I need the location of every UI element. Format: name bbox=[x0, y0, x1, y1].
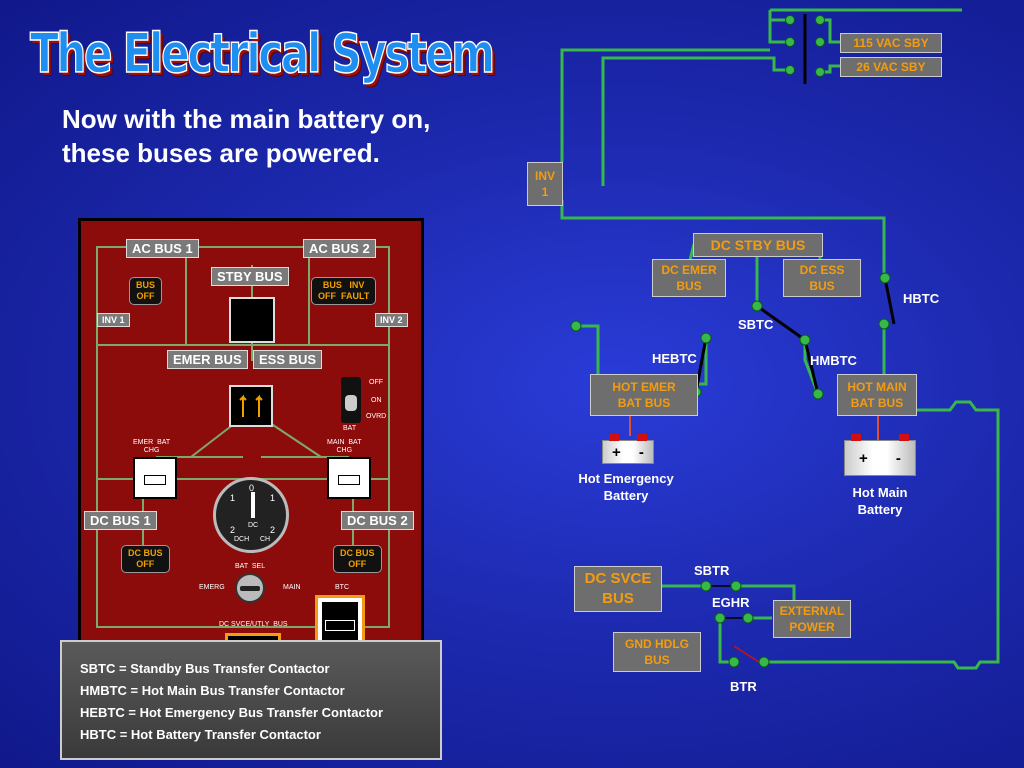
transfer-button[interactable] bbox=[229, 385, 273, 427]
legend-item: HMBTC = Hot Main Bus Transfer Contactor bbox=[80, 683, 345, 698]
battery-plus: + bbox=[859, 449, 868, 467]
bat-toggle-switch[interactable] bbox=[341, 377, 361, 423]
btr-label: BTR bbox=[730, 679, 757, 694]
sbtr-label: SBTR bbox=[694, 563, 730, 578]
battery-minus: - bbox=[638, 443, 644, 461]
eghr-label: EGHR bbox=[712, 595, 750, 610]
hebtc-label: HEBTC bbox=[652, 351, 697, 366]
emer-bus-label: EMER BUS bbox=[167, 350, 248, 369]
hot-main-battery-label: Hot Main Battery bbox=[852, 485, 908, 517]
inv-1-label: INV 1 bbox=[97, 313, 130, 327]
inv-1-box: INV 1 bbox=[527, 162, 563, 206]
legend-item: HEBTC = Hot Emergency Bus Transfer Conta… bbox=[80, 705, 384, 720]
legend-item: HBTC = Hot Battery Transfer Contactor bbox=[80, 727, 321, 742]
hmbtc-label: HMBTC bbox=[810, 353, 857, 368]
slide-subtitle: Now with the main battery on, these buse… bbox=[62, 104, 431, 168]
hot-emergency-battery-icon: + - bbox=[602, 434, 654, 464]
bus-off-annunciator[interactable]: BUS OFF bbox=[129, 277, 163, 305]
emer-bat-chg-button[interactable] bbox=[133, 457, 177, 499]
bat-sel-knob[interactable] bbox=[235, 573, 265, 603]
main-bat-chg-text: MAIN BAT CHG bbox=[327, 439, 362, 454]
gauge-dc: DC bbox=[248, 522, 259, 529]
slide-title: The Electrical System bbox=[29, 21, 495, 86]
bat-switch-label: BAT bbox=[343, 425, 357, 432]
up-arrows-icon bbox=[239, 394, 263, 417]
battery-plus: + bbox=[612, 443, 621, 461]
inv-2-label: INV 2 bbox=[375, 313, 408, 327]
gauge-two-right: 2 bbox=[270, 525, 276, 535]
emer-bat-chg-text: EMER BAT CHG bbox=[133, 439, 171, 454]
contactor-legend: SBTC = Standby Bus Transfer Contactor HM… bbox=[60, 640, 442, 760]
bus-inv-fault-annunciator[interactable]: BUS INV OFF FAULT bbox=[311, 277, 377, 305]
hbtc-label: HBTC bbox=[903, 291, 940, 306]
battery-minus: - bbox=[895, 449, 901, 467]
stby-bus-label: STBY BUS bbox=[211, 267, 289, 286]
dc-ess-bus: DC ESS BUS bbox=[783, 259, 861, 297]
gauge-zero: 0 bbox=[249, 483, 255, 493]
vac-115-sby-bus: 115 VAC SBY bbox=[840, 33, 942, 53]
hot-emer-bat-bus: HOT EMER BAT BUS bbox=[590, 374, 698, 416]
dc-bus-2-off-annunciator[interactable]: DC BUS OFF bbox=[333, 545, 382, 573]
dc-stby-bus: DC STBY BUS bbox=[693, 233, 823, 257]
vac-26-sby-bus: 26 VAC SBY bbox=[840, 57, 942, 77]
bat-sel-text: BAT SEL bbox=[235, 563, 266, 570]
legend-item: SBTC = Standby Bus Transfer Contactor bbox=[80, 661, 330, 676]
ac-bus-2-label: AC BUS 2 bbox=[303, 239, 376, 258]
gauge-two-left: 2 bbox=[230, 525, 236, 535]
dc-svce-utly-bus-text: DC SVCE/UTLY BUS bbox=[219, 621, 288, 628]
gauge-one-right: 1 bbox=[270, 493, 276, 503]
stby-bus-button[interactable] bbox=[229, 297, 275, 343]
main-bat-chg-button[interactable] bbox=[327, 457, 371, 499]
dc-bus-2-label: DC BUS 2 bbox=[341, 511, 414, 530]
gauge-dch: DCH bbox=[234, 536, 250, 543]
btc-text: BTC bbox=[335, 584, 349, 591]
hot-main-battery-icon: + - bbox=[844, 434, 916, 476]
sbtc-label: SBTC bbox=[738, 317, 774, 332]
bat-ovrd-text: OVRD bbox=[366, 413, 387, 420]
external-power-box: EXTERNAL POWER bbox=[773, 600, 851, 638]
dc-emer-bus: DC EMER BUS bbox=[652, 259, 726, 297]
dc-bus-1-off-annunciator[interactable]: DC BUS OFF bbox=[121, 545, 170, 573]
bat-on-text: ON bbox=[371, 397, 382, 404]
dc-svce-bus: DC SVCE BUS bbox=[574, 566, 662, 612]
main-text: MAIN bbox=[283, 584, 301, 591]
hot-main-bat-bus: HOT MAIN BAT BUS bbox=[837, 374, 917, 416]
hot-emergency-battery-label: Hot Emergency Battery bbox=[578, 471, 674, 503]
ess-bus-label: ESS BUS bbox=[253, 350, 323, 369]
gnd-hdlg-bus: GND HDLG BUS bbox=[613, 632, 701, 672]
dc-bus-1-label: DC BUS 1 bbox=[84, 511, 157, 530]
bat-off-text: OFF bbox=[369, 379, 383, 386]
dc-voltmeter-gauge: 0 1 1 2 2 DC DCH CH bbox=[213, 477, 289, 553]
emerg-text: EMERG bbox=[199, 584, 225, 591]
gauge-one-left: 1 bbox=[230, 493, 236, 503]
ac-bus-1-label: AC BUS 1 bbox=[126, 239, 199, 258]
gauge-ch: CH bbox=[260, 536, 271, 543]
